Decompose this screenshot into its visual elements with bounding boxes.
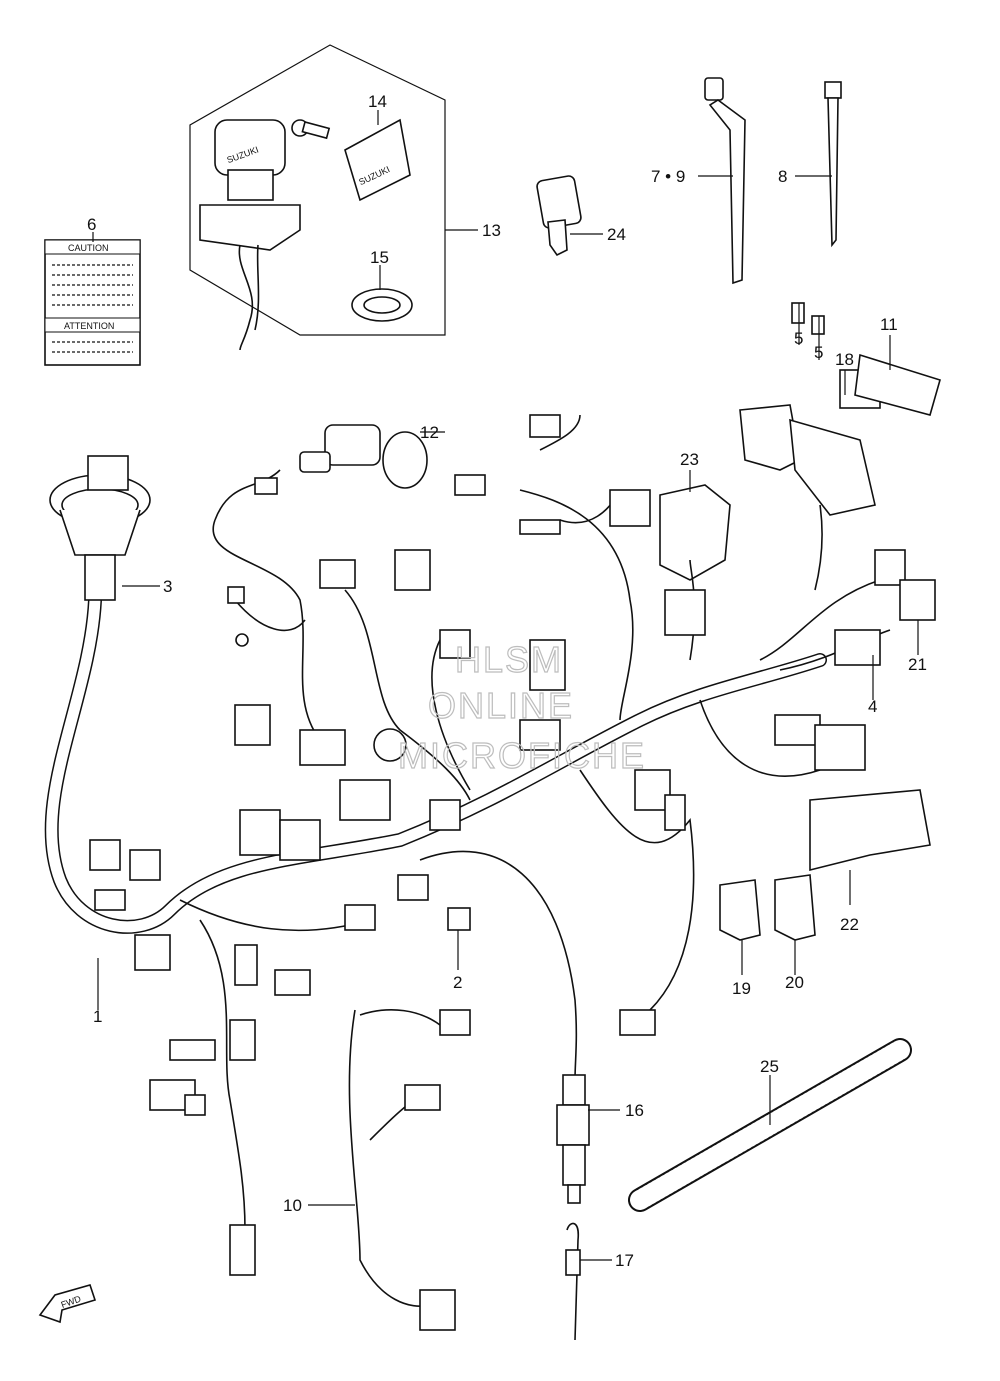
main-harness [44, 455, 827, 1010]
bracket-11 [854, 335, 941, 416]
label-part-25: 25 [760, 1057, 779, 1076]
fuse-box [739, 404, 876, 591]
svg-text:ATTENTION: ATTENTION [64, 321, 114, 331]
label-part-15: 15 [370, 248, 389, 267]
ignition-switch: SUZUKI [199, 119, 331, 351]
label-part-3: 3 [163, 577, 172, 596]
spring-clip [565, 1222, 612, 1341]
label-part-17: 17 [615, 1251, 634, 1270]
label-part-1: 1 [93, 1007, 102, 1026]
ignition-sensor-12 [299, 424, 445, 489]
key-cover: SUZUKI [344, 118, 411, 202]
svg-text:ONLINE: ONLINE [428, 685, 574, 726]
label-part-16: 16 [625, 1101, 644, 1120]
label-part-21: 21 [908, 655, 927, 674]
label-part-6: 6 [87, 215, 96, 234]
cable-tie-8 [795, 81, 842, 248]
fuse-left [791, 302, 805, 345]
label-part-19: 19 [732, 979, 751, 998]
label-part-8: 8 [778, 167, 787, 186]
label-part-5a: 5 [794, 329, 803, 348]
fwd-arrow-icon: FWD [38, 1284, 97, 1324]
watermark: HLSM ONLINE MICROFICHE [397, 638, 646, 776]
label-part-12: 12 [420, 423, 439, 442]
leader-lines [92, 110, 919, 1206]
label-part-20: 20 [785, 973, 804, 992]
label-part-10: 10 [283, 1196, 302, 1215]
label-part-13: 13 [482, 221, 501, 240]
fuse-right [811, 315, 825, 360]
ring-nut [351, 288, 413, 322]
connectors [89, 414, 936, 1331]
label-part-23: 23 [680, 450, 699, 469]
clip-19 [719, 879, 761, 975]
label-part-14: 14 [368, 92, 387, 111]
label-part-5b: 5 [814, 343, 823, 362]
relay-23 [659, 470, 731, 581]
branch-wires [179, 414, 891, 1307]
label-part-18: 18 [835, 350, 854, 369]
ignition-switch-kit-box [189, 44, 478, 336]
label-part-22: 22 [840, 915, 859, 934]
clip-20 [774, 874, 816, 975]
label-part-7-9: 7 • 9 [651, 167, 685, 186]
svg-text:CAUTION: CAUTION [68, 243, 109, 253]
label-part-24: 24 [607, 225, 626, 244]
part-labels: 1 2 3 4 5 5 6 7 • 9 8 10 11 12 13 14 15 … [87, 92, 927, 1270]
label-part-2: 2 [453, 973, 462, 992]
corrugated-tube [628, 1038, 912, 1212]
oxygen-sensor [556, 1074, 620, 1204]
label-part-4: 4 [868, 697, 877, 716]
cable-tie-7-9 [698, 77, 746, 285]
label-part-11: 11 [880, 315, 898, 334]
svg-text:HLSM: HLSM [455, 639, 563, 680]
bracket-22 [809, 789, 931, 905]
key [536, 175, 603, 257]
caution-label: CAUTION ATTENTION [44, 239, 141, 366]
svg-text:MICROFICHE: MICROFICHE [398, 735, 646, 776]
